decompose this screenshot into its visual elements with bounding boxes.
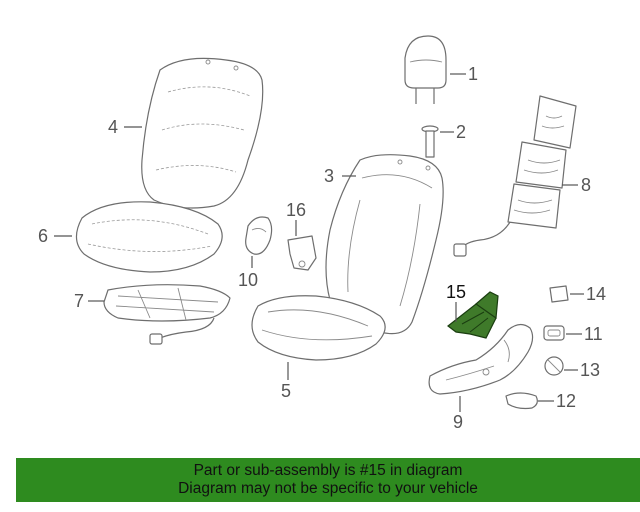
bracket-part[interactable] (287, 235, 317, 271)
callout-3: 3 (324, 166, 334, 186)
callout-16: 16 (286, 200, 306, 220)
headrest-part[interactable] (404, 35, 447, 104)
seat-back-part[interactable] (325, 154, 444, 335)
info-banner: Part or sub-assembly is #15 in diagram D… (16, 458, 640, 502)
switch-knob-part[interactable] (543, 325, 565, 341)
callout-15: 15 (446, 282, 466, 302)
clip-part[interactable] (549, 285, 569, 303)
callout-14: 14 (586, 284, 606, 304)
callout-9: 9 (453, 412, 463, 432)
callout-8: 8 (581, 175, 591, 195)
callout-7: 7 (74, 291, 84, 311)
banner-line-2: Diagram may not be specific to your vehi… (178, 480, 478, 497)
seat-cushion-cover-part[interactable] (75, 201, 223, 273)
parts-diagram: 1 2 3 4 5 6 (38, 35, 606, 432)
side-trim-part[interactable] (428, 323, 534, 395)
recliner-cover-part[interactable] (245, 216, 273, 255)
headrest-guide-part[interactable] (421, 125, 439, 158)
callout-13: 13 (580, 360, 600, 380)
callout-11: 11 (584, 324, 603, 344)
seat-back-cover-part[interactable] (141, 57, 264, 209)
callout-12: 12 (556, 391, 576, 411)
banner-line-1: Part or sub-assembly is #15 in diagram (193, 462, 463, 479)
callout-6: 6 (38, 226, 48, 246)
callout-2: 2 (456, 122, 466, 142)
lumbar-knob-part[interactable] (544, 356, 564, 376)
highlighted-part-15[interactable] (447, 291, 499, 339)
seat-cushion-part[interactable] (251, 295, 386, 361)
callout-1: 1 (468, 64, 478, 84)
seat-heater-part[interactable] (103, 284, 231, 345)
seat-back-heater-part[interactable] (453, 95, 577, 257)
lever-knob-part[interactable] (505, 392, 538, 410)
callout-10: 10 (238, 270, 258, 290)
callout-4: 4 (108, 117, 118, 137)
callout-5: 5 (281, 381, 291, 401)
